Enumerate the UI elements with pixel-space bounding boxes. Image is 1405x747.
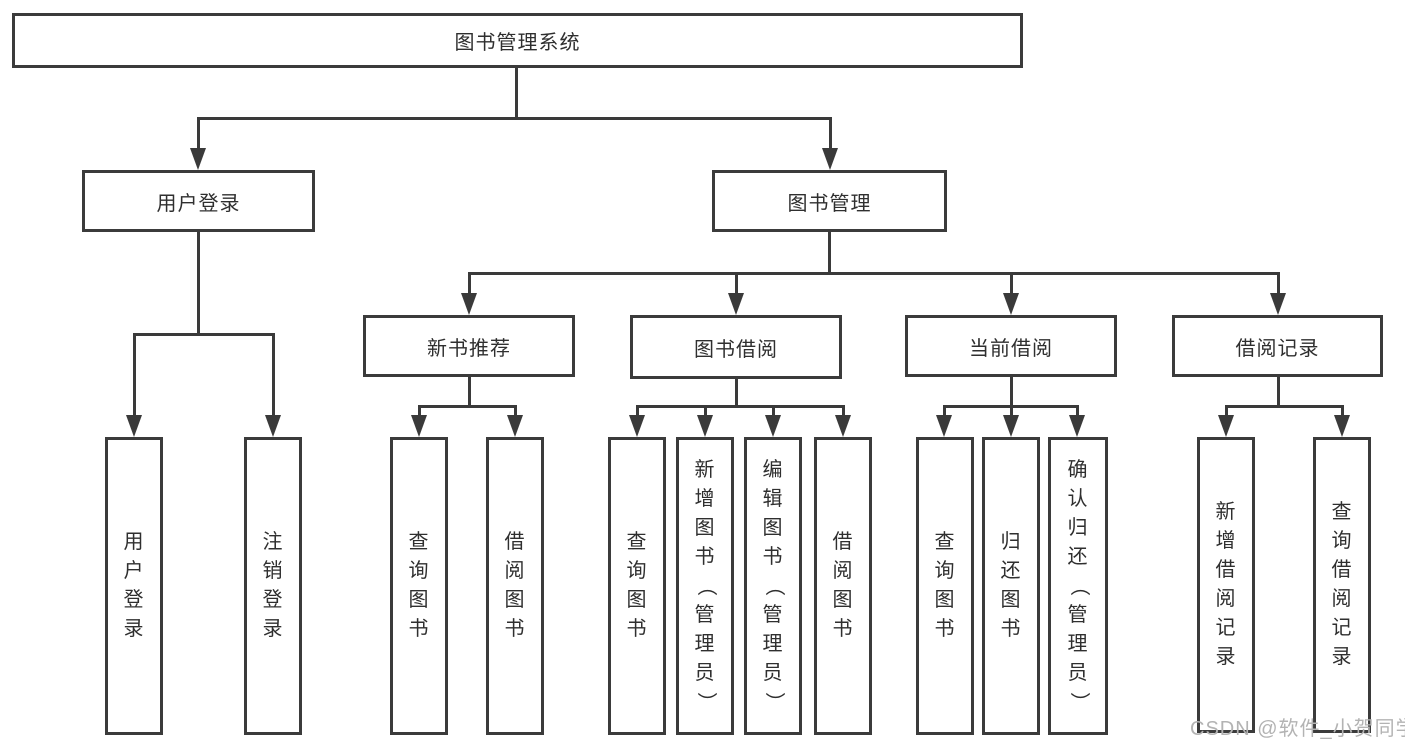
connector-line bbox=[418, 405, 421, 418]
connector-line bbox=[272, 333, 275, 417]
leaf-user-login-label: 用户登录 bbox=[123, 531, 145, 640]
arrowhead bbox=[765, 415, 781, 437]
connector-line bbox=[1341, 405, 1344, 418]
connector-line bbox=[1277, 377, 1280, 408]
leaf-borrow-book-label: 借阅图书 bbox=[832, 531, 854, 640]
arrowhead bbox=[1003, 415, 1019, 437]
connector-line bbox=[829, 117, 832, 150]
node-current-borrow: 当前借阅 bbox=[905, 315, 1117, 377]
connector-line bbox=[1010, 405, 1013, 418]
arrowhead bbox=[629, 415, 645, 437]
csdn-watermark: CSDN @软件_小贺同学 bbox=[1190, 718, 1405, 740]
leaf-edit-book-admin-label: 编辑图书（管理员） bbox=[762, 458, 785, 713]
arrowhead bbox=[1270, 293, 1286, 315]
arrowhead bbox=[190, 148, 206, 170]
leaf-query-borrow-record-label: 查询借阅记录 bbox=[1331, 501, 1353, 668]
leaf-recommend-query-book-label: 查询图书 bbox=[408, 531, 430, 640]
connector-line bbox=[943, 405, 946, 418]
leaf-add-book-admin-label: 新增图书（管理员） bbox=[694, 458, 717, 713]
arrowhead bbox=[835, 415, 851, 437]
leaf-edit-book-admin: 编辑图书（管理员） bbox=[744, 437, 802, 735]
connector-line bbox=[468, 272, 471, 296]
node-book-borrow: 图书借阅 bbox=[630, 315, 842, 379]
arrowhead bbox=[126, 415, 142, 437]
leaf-recommend-borrow-book-label: 借阅图书 bbox=[504, 531, 526, 640]
node-borrow-record-label: 借阅记录 bbox=[1235, 337, 1320, 360]
connector-line bbox=[1010, 377, 1013, 408]
arrowhead bbox=[461, 293, 477, 315]
leaf-current-query-book: 查询图书 bbox=[916, 437, 974, 735]
arrowhead bbox=[411, 415, 427, 437]
leaf-return-book: 归还图书 bbox=[982, 437, 1040, 735]
connector-line bbox=[636, 405, 639, 418]
leaf-user-login: 用户登录 bbox=[105, 437, 163, 735]
node-book-management: 图书管理 bbox=[712, 170, 947, 232]
node-new-book-recommend: 新书推荐 bbox=[363, 315, 575, 377]
arrowhead bbox=[936, 415, 952, 437]
connector-line bbox=[468, 272, 1280, 275]
leaf-logout: 注销登录 bbox=[244, 437, 302, 735]
connector-line bbox=[515, 68, 518, 119]
leaf-add-borrow-record: 新增借阅记录 bbox=[1197, 437, 1255, 733]
connector-line bbox=[735, 272, 738, 296]
node-new-book-recommend-label: 新书推荐 bbox=[427, 337, 511, 360]
connector-line bbox=[1010, 272, 1013, 296]
leaf-current-query-book-label: 查询图书 bbox=[934, 531, 956, 640]
leaf-confirm-return-admin: 确认归还（管理员） bbox=[1048, 437, 1108, 735]
arrowhead bbox=[1218, 415, 1234, 437]
connector-line bbox=[468, 377, 471, 408]
connector-line bbox=[1277, 272, 1280, 296]
node-root-label: 图书管理系统 bbox=[454, 32, 581, 54]
leaf-recommend-query-book: 查询图书 bbox=[390, 437, 448, 735]
node-user-login: 用户登录 bbox=[82, 170, 315, 232]
node-user-login-label: 用户登录 bbox=[156, 192, 241, 215]
connector-line bbox=[197, 232, 200, 336]
connector-line bbox=[636, 405, 845, 408]
leaf-return-book-label: 归还图书 bbox=[1000, 531, 1022, 640]
connector-line bbox=[772, 405, 775, 418]
leaf-add-book-admin: 新增图书（管理员） bbox=[676, 437, 734, 735]
connector-line bbox=[197, 117, 200, 150]
leaf-add-borrow-record-label: 新增借阅记录 bbox=[1215, 501, 1237, 668]
leaf-query-borrow-record: 查询借阅记录 bbox=[1313, 437, 1371, 733]
arrowhead bbox=[822, 148, 838, 170]
leaf-logout-label: 注销登录 bbox=[262, 531, 284, 640]
leaf-borrow-query-book-label: 查询图书 bbox=[626, 531, 648, 640]
arrowhead bbox=[1069, 415, 1085, 437]
node-root: 图书管理系统 bbox=[12, 13, 1023, 68]
arrowhead bbox=[1334, 415, 1350, 437]
node-book-management-label: 图书管理 bbox=[787, 192, 872, 215]
leaf-recommend-borrow-book: 借阅图书 bbox=[486, 437, 544, 735]
leaf-borrow-book: 借阅图书 bbox=[814, 437, 872, 735]
connector-line bbox=[133, 333, 136, 417]
connector-line bbox=[735, 379, 738, 408]
connector-line bbox=[133, 333, 275, 336]
connector-line bbox=[197, 117, 832, 120]
arrowhead bbox=[507, 415, 523, 437]
connector-line bbox=[842, 405, 845, 418]
node-book-borrow-label: 图书借阅 bbox=[694, 338, 778, 361]
connector-line bbox=[1076, 405, 1079, 418]
arrowhead bbox=[728, 293, 744, 315]
arrowhead bbox=[265, 415, 281, 437]
node-borrow-record: 借阅记录 bbox=[1172, 315, 1383, 377]
connector-line bbox=[1225, 405, 1344, 408]
leaf-confirm-return-admin-label: 确认归还（管理员） bbox=[1067, 458, 1090, 713]
connector-line bbox=[418, 405, 517, 408]
connector-line bbox=[828, 232, 831, 275]
connector-line bbox=[704, 405, 707, 418]
connector-line bbox=[1225, 405, 1228, 418]
arrowhead bbox=[1003, 293, 1019, 315]
node-current-borrow-label: 当前借阅 bbox=[969, 337, 1053, 360]
connector-line bbox=[514, 405, 517, 418]
arrowhead bbox=[697, 415, 713, 437]
leaf-borrow-query-book: 查询图书 bbox=[608, 437, 666, 735]
